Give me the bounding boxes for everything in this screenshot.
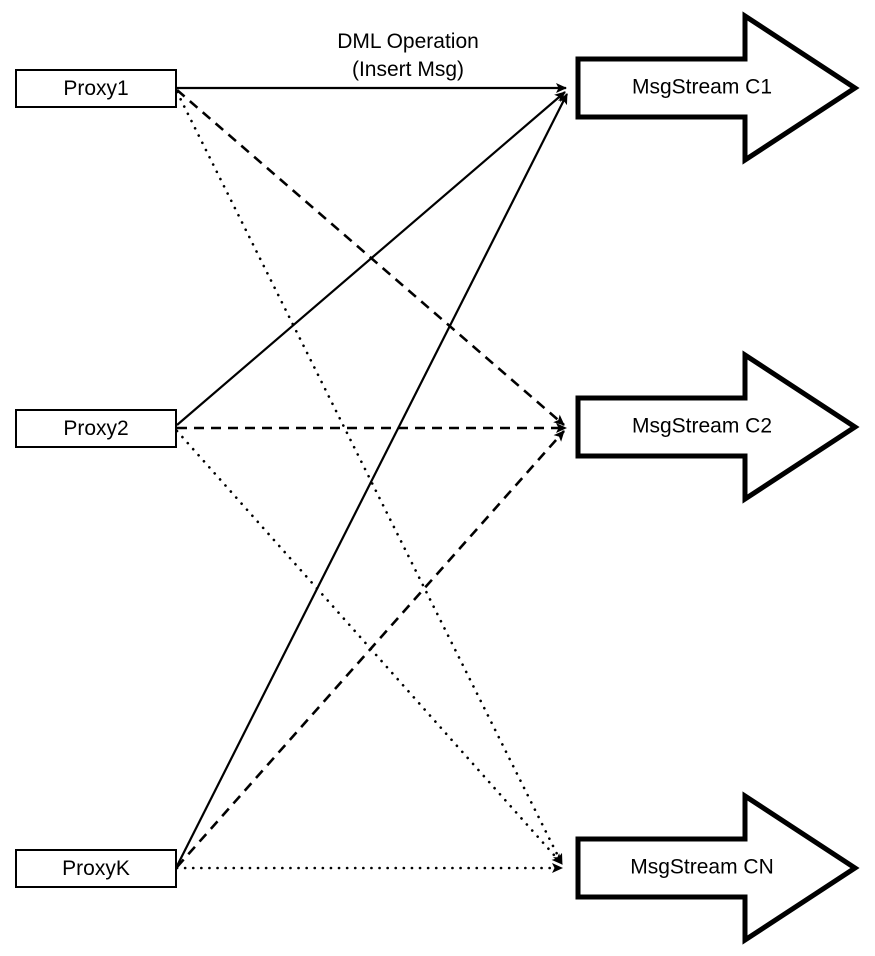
node-proxyk-box[interactable] xyxy=(15,849,177,888)
node-proxy2-box[interactable] xyxy=(15,409,177,448)
node-msgstream-c1-arrow-shape[interactable] xyxy=(575,11,860,165)
edge-proxyk-to-msgstream-c2[interactable] xyxy=(176,430,565,868)
node-msgstream-cn[interactable]: MsgStream CN xyxy=(575,791,860,945)
node-msgstream-c2-label: MsgStream C2 xyxy=(632,415,772,438)
edge-group-proxyk xyxy=(175,93,568,873)
node-msgstream-c1[interactable]: MsgStream C1 xyxy=(575,11,860,165)
node-msgstream-cn-label: MsgStream CN xyxy=(630,856,774,879)
node-proxy2[interactable]: Proxy2 xyxy=(15,409,177,448)
edge-proxy1-to-msgstream-cn[interactable] xyxy=(175,90,564,866)
node-msgstream-c1-label: MsgStream C1 xyxy=(632,76,772,99)
edge-proxy2-to-msgstream-cn[interactable] xyxy=(175,429,564,866)
edge-group-proxy1 xyxy=(175,83,567,866)
node-proxy1[interactable]: Proxy1 xyxy=(15,69,177,108)
node-proxyk[interactable]: ProxyK xyxy=(15,849,177,888)
edge-label-dml-operation: DML Operation (Insert Msg) xyxy=(337,30,479,81)
node-proxyk-label: ProxyK xyxy=(62,857,130,880)
edge-proxyk-to-msgstream-c1[interactable] xyxy=(176,93,568,867)
node-proxy1-label: Proxy1 xyxy=(63,77,128,100)
edge-proxy2-to-msgstream-c1[interactable] xyxy=(176,91,566,426)
edge-group-proxy2 xyxy=(175,91,567,866)
node-proxy2-label: Proxy2 xyxy=(63,417,128,440)
node-proxy1-box[interactable] xyxy=(15,69,177,108)
node-msgstream-cn-arrow-shape[interactable] xyxy=(575,791,860,945)
node-msgstream-c2-arrow-shape[interactable] xyxy=(575,350,860,504)
edge-label-line-1: DML Operation xyxy=(337,30,479,53)
node-msgstream-c2[interactable]: MsgStream C2 xyxy=(575,350,860,504)
edge-label-line-2: (Insert Msg) xyxy=(352,58,464,81)
